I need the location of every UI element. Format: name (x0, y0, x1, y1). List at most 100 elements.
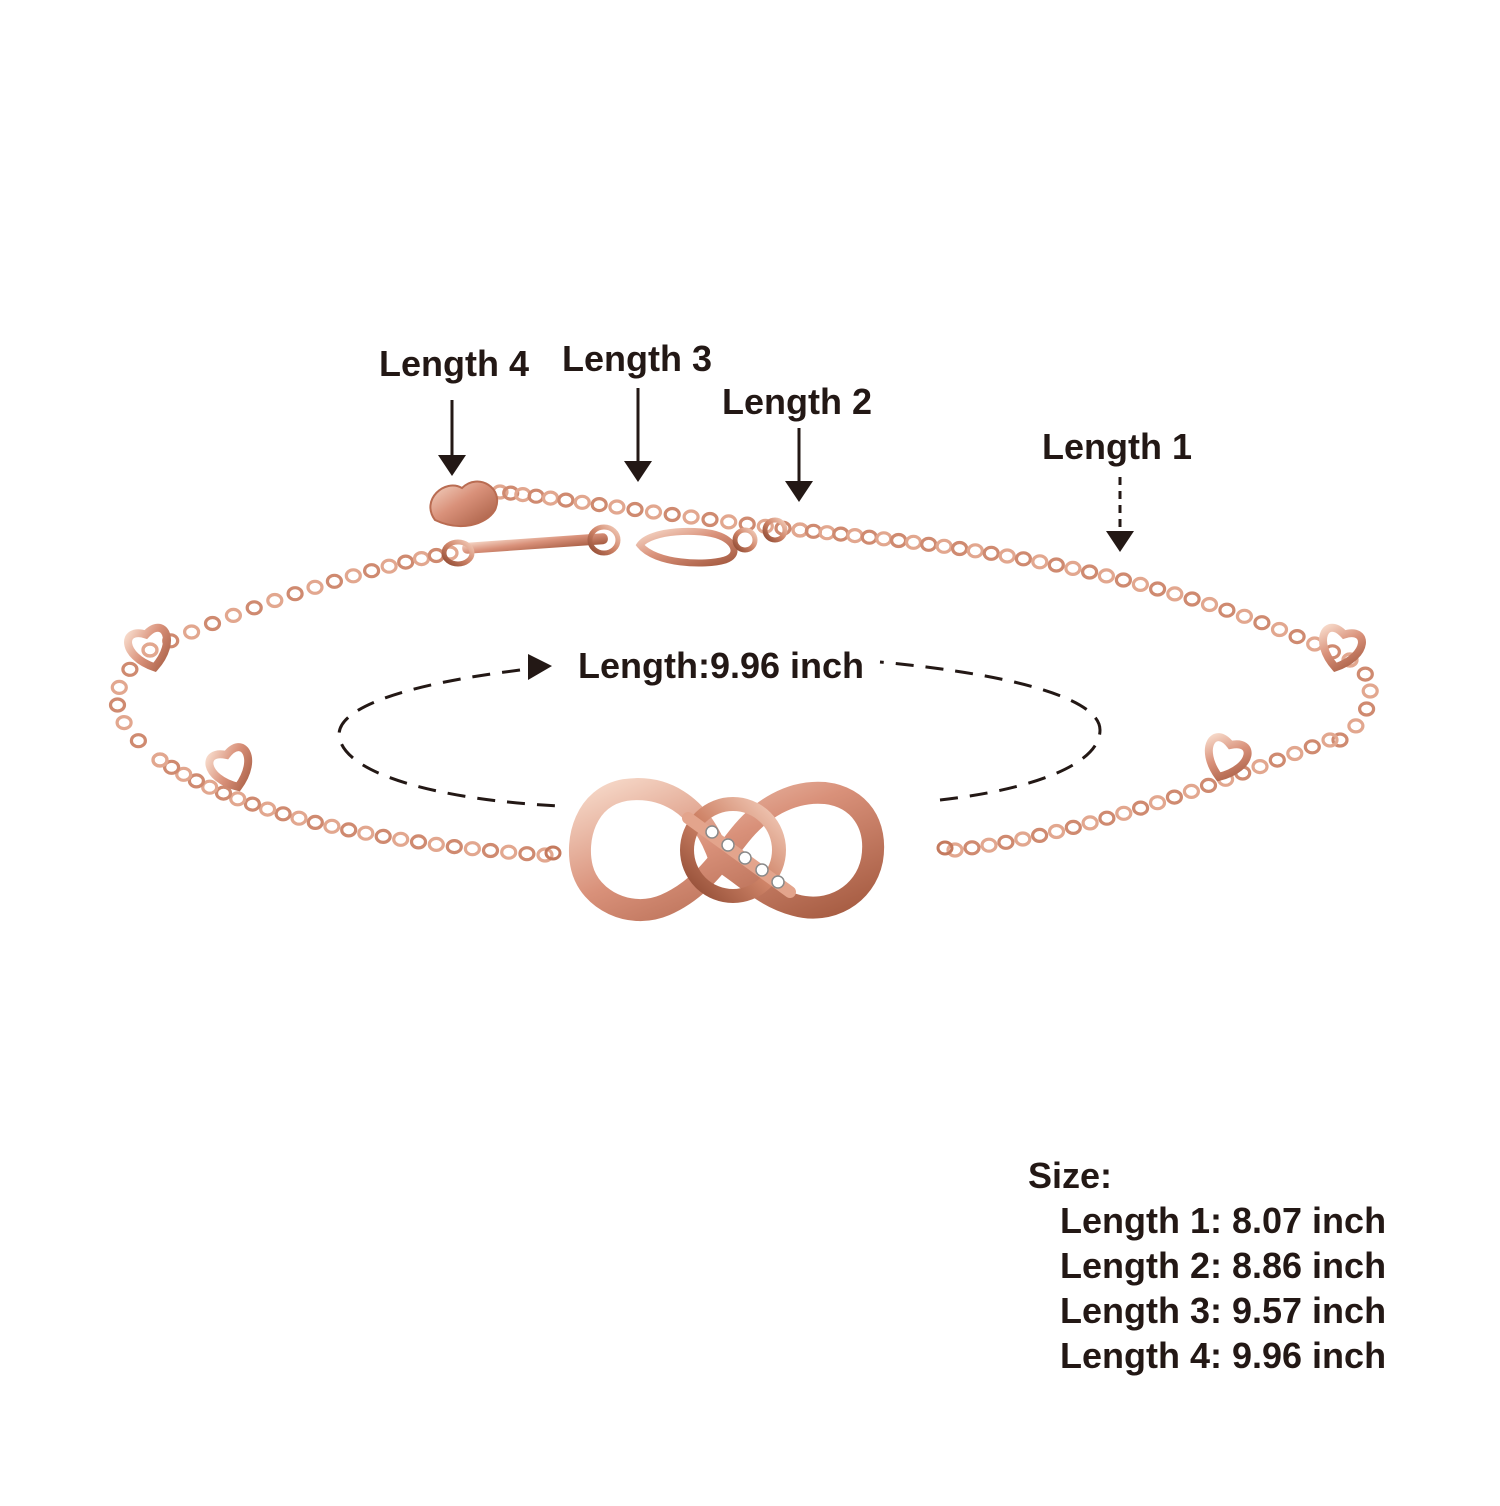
infinity-charm-icon (544, 778, 954, 921)
chain-link (1235, 608, 1254, 624)
chain-link (229, 791, 247, 807)
chain-link (791, 522, 809, 538)
chain-link (1183, 591, 1201, 607)
chain-link (1357, 701, 1376, 717)
chain-link (1047, 557, 1065, 573)
chain-link (259, 801, 277, 817)
chain-link (175, 766, 193, 782)
crystal-stone (721, 838, 735, 852)
chain-link (1321, 732, 1339, 748)
chain-link (1031, 554, 1049, 570)
chain-link (1286, 745, 1304, 762)
chain-link (608, 499, 626, 515)
chain-link (982, 545, 1000, 561)
chain-link (536, 847, 554, 863)
chain-link (1251, 758, 1269, 775)
chain-link (323, 818, 341, 834)
chain (108, 484, 1379, 863)
chain-link (1165, 789, 1184, 805)
chain-link (1115, 805, 1133, 821)
chain-link (541, 490, 560, 506)
chain-link (392, 831, 410, 847)
chain-link (557, 492, 575, 508)
chain-link (427, 836, 445, 853)
chain-link (832, 526, 850, 542)
chain-link (1047, 823, 1066, 840)
heart-tag-charm-icon (429, 480, 499, 528)
chain-link (818, 525, 836, 541)
chain-link (950, 540, 969, 557)
chain-link (274, 806, 292, 822)
chain-link (1361, 683, 1379, 699)
chain-link (889, 532, 908, 549)
chain-link (1166, 586, 1184, 602)
chain-link (183, 624, 201, 640)
arrow-down-icon (438, 400, 466, 476)
chain-link (1356, 666, 1374, 682)
heart-charm-icon (205, 743, 253, 792)
chain-link (290, 810, 308, 826)
chain-link (340, 822, 358, 838)
chain-link (1097, 568, 1116, 584)
chain-link (266, 592, 284, 609)
dashed-arrow-down-icon (1106, 477, 1134, 552)
chain-link (110, 679, 128, 696)
chain-link (245, 600, 263, 616)
size-row-length-4: Length 4: 9.96 inch (1060, 1335, 1387, 1376)
chain-link (966, 543, 984, 559)
chain-link (518, 846, 536, 862)
lobster-clasp (635, 517, 788, 567)
chain-link (286, 586, 304, 602)
arrow-down-icon (624, 388, 652, 482)
chain-link (1253, 615, 1271, 631)
chain-link (325, 573, 343, 589)
chain-link (1182, 783, 1201, 800)
size-chart: Size: Length 1: 8.07 inch Length 2: 8.86… (1028, 1153, 1386, 1378)
chain-link (1288, 628, 1306, 645)
chain-link (1199, 777, 1218, 794)
arrow-down-icon (785, 428, 813, 502)
chain-link (1064, 819, 1082, 836)
chain-link (214, 785, 233, 801)
chain-link (115, 714, 133, 731)
chain-link (1098, 810, 1116, 826)
crystal-stone (705, 825, 719, 839)
chain-link (500, 844, 518, 860)
chain-link (804, 523, 823, 539)
chain-link (1270, 621, 1289, 638)
chain-link (1148, 795, 1167, 811)
chain-link (243, 796, 261, 812)
chain-link (663, 506, 681, 523)
chain-link (201, 779, 219, 795)
size-row-length-3: Length 3: 9.57 inch (1060, 1290, 1387, 1331)
crystal-stone (755, 863, 769, 877)
chain-link (151, 752, 169, 768)
chain-link (1014, 551, 1033, 567)
chain-link (427, 547, 445, 564)
chain-link (1148, 581, 1167, 597)
chain-link (920, 536, 938, 552)
chain-link (980, 837, 998, 853)
label-length-2: Length 2 (722, 381, 872, 422)
chain-link (1030, 827, 1049, 844)
crystal-stone (771, 875, 785, 889)
chain-link (463, 841, 481, 857)
size-row-length-2: Length 2: 8.86 inch (1060, 1245, 1387, 1286)
chain-link (846, 527, 864, 544)
chain-link (935, 538, 953, 554)
chain-link (344, 568, 362, 584)
chain-link (363, 563, 381, 579)
chain-link (963, 840, 981, 856)
chain-link (163, 759, 181, 775)
chain-link (875, 531, 893, 547)
chain-link (121, 661, 139, 677)
chain-link (306, 579, 324, 595)
chain-link (1064, 560, 1082, 577)
chain-link (1347, 718, 1365, 734)
chain-link (1268, 752, 1286, 768)
size-heading: Size: (1028, 1155, 1113, 1196)
chain-link (445, 838, 463, 855)
chain-link (397, 554, 415, 570)
chain-link (626, 501, 644, 518)
